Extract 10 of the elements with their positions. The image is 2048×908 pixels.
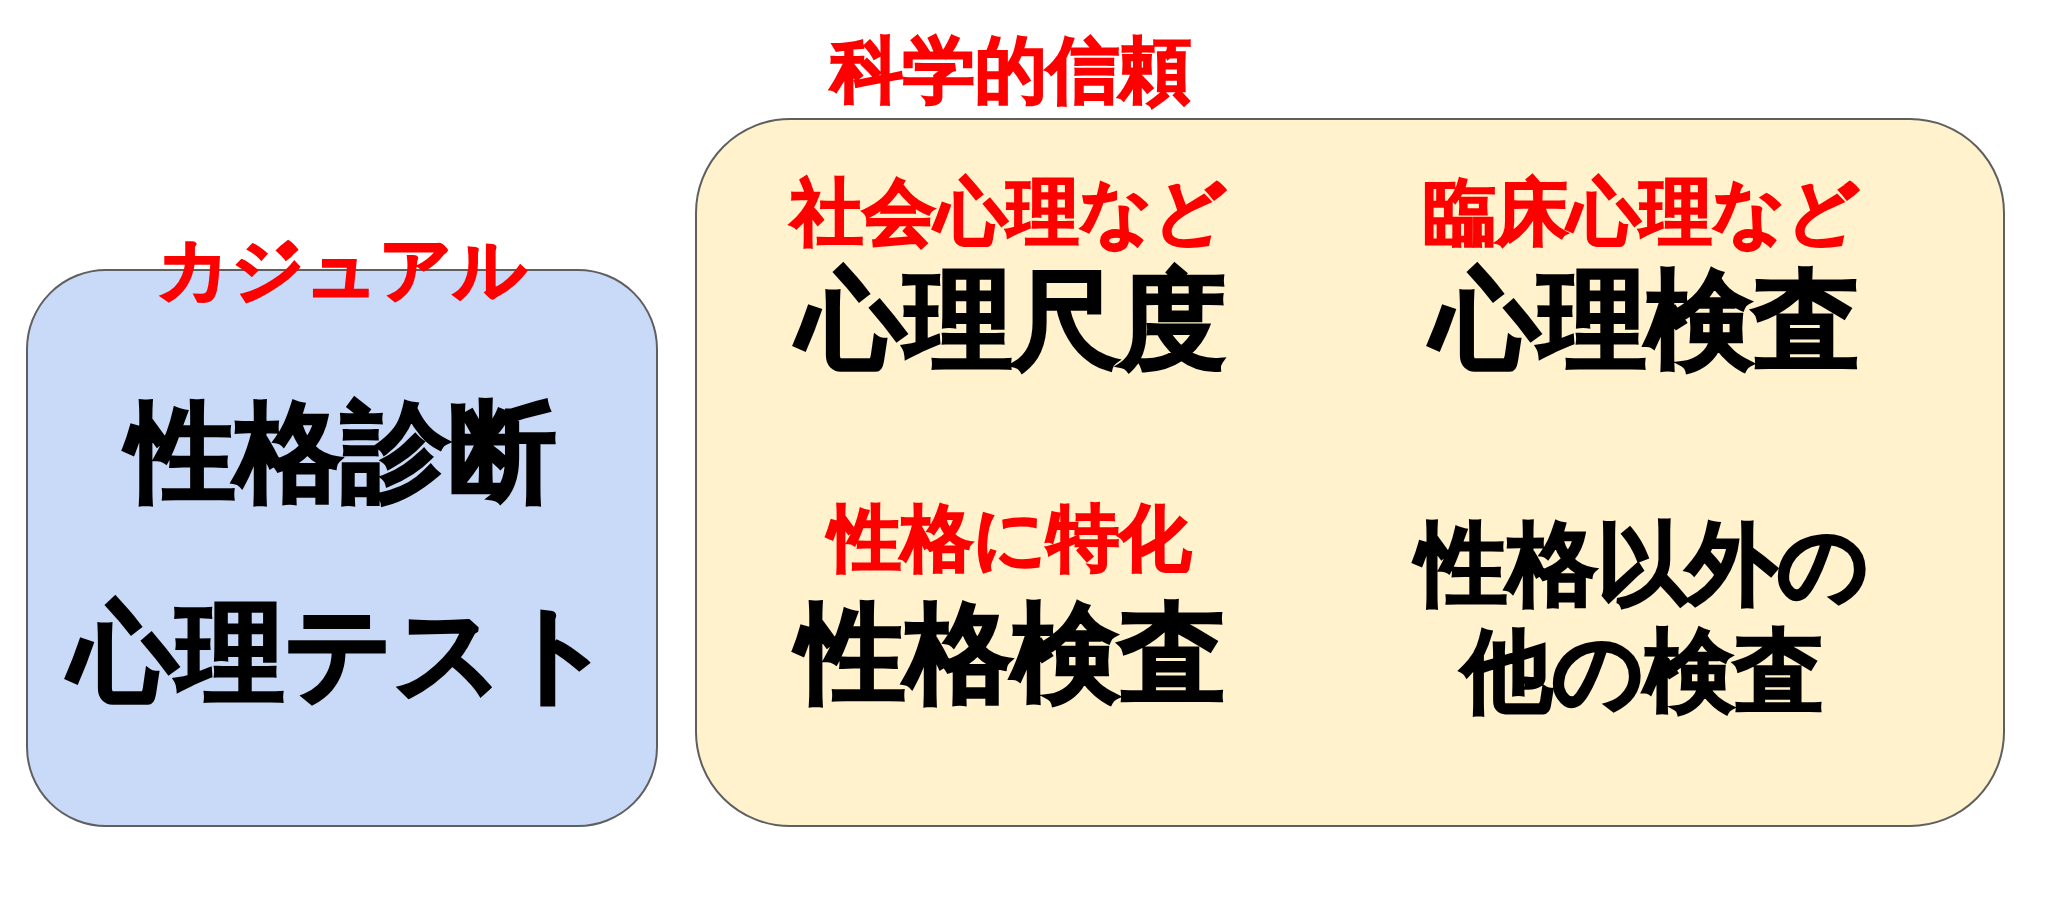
term-label: 心理検査 xyxy=(1422,260,1870,380)
subheading: 臨床心理など xyxy=(1423,170,1861,254)
subheading: 性格に特化 xyxy=(819,496,1201,580)
term-label: 性格以外の他の検査 xyxy=(1398,503,1888,731)
term-label: 性格診断 xyxy=(118,392,566,512)
box-heading: 科学的信頼 xyxy=(828,28,1192,112)
term-label: 心理テスト xyxy=(60,593,624,713)
term-label: 心理尺度 xyxy=(788,260,1236,380)
subheading: 社会心理など xyxy=(788,170,1228,254)
term-label: 性格検査 xyxy=(788,593,1236,713)
